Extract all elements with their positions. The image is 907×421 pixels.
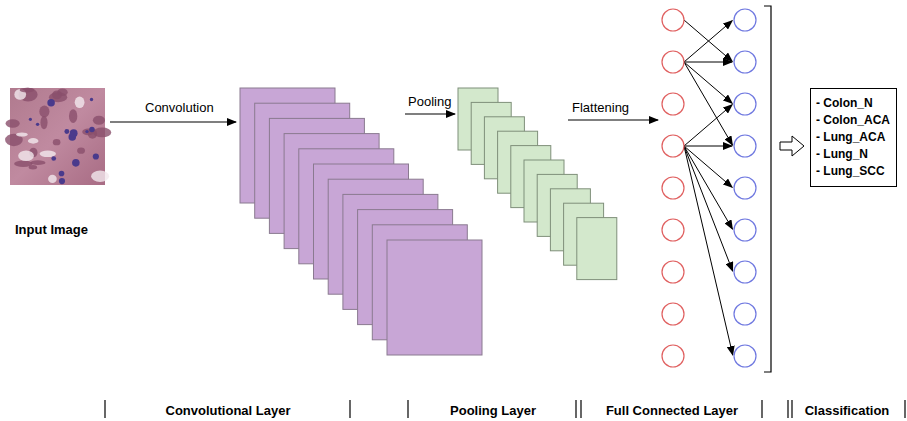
connection-arrow	[684, 20, 732, 61]
connection-arrow	[684, 146, 733, 355]
nucleus-dot	[90, 98, 93, 101]
input-neuron	[662, 261, 684, 283]
tissue-texture	[40, 150, 56, 157]
histology-image	[5, 88, 111, 185]
connection-arrow	[684, 62, 732, 145]
tissue-texture	[93, 116, 105, 125]
nucleus-dot	[70, 129, 78, 137]
tissue-texture	[48, 175, 57, 183]
output-neuron	[734, 177, 756, 199]
output-neuron	[734, 9, 756, 31]
tissue-texture	[91, 170, 109, 181]
nucleus-dot	[64, 129, 69, 134]
connection-arrow	[684, 146, 732, 187]
section-label: Pooling Layer	[450, 403, 536, 418]
input-neuron	[662, 9, 684, 31]
nucleus-dot	[59, 178, 65, 184]
arrow-label: Flattening	[572, 100, 629, 115]
output-neuron	[734, 135, 756, 157]
input-neuron	[662, 219, 684, 241]
output-neuron	[734, 219, 756, 241]
connection-arrow	[684, 105, 732, 146]
connection-arrow	[684, 62, 732, 63]
input-neuron	[662, 51, 684, 73]
pooled-map	[577, 218, 617, 280]
section-label: Classification	[805, 403, 890, 418]
connection-arrow	[684, 21, 732, 62]
output-neuron	[734, 261, 756, 283]
section-label: Convolutional Layer	[166, 403, 291, 418]
nucleus-dot	[89, 127, 94, 132]
input-neuron	[662, 177, 684, 199]
bracket	[764, 6, 771, 372]
nucleus-dot	[36, 123, 39, 126]
tissue-texture	[39, 105, 49, 117]
tissue-texture	[69, 109, 77, 123]
class-name: - Lung_SCC	[816, 163, 890, 180]
tissue-texture	[20, 88, 35, 93]
pooling-arrow	[405, 113, 455, 114]
nucleus-dot	[47, 99, 54, 106]
tissue-texture	[18, 150, 34, 161]
nucleus-dot	[93, 153, 99, 159]
class-list-box: - Colon_N- Colon_ACA- Lung_ACA- Lung_N- …	[810, 88, 897, 187]
fully-connected-network	[662, 9, 756, 367]
convolution-arrow	[110, 121, 236, 122]
connection-arrow	[684, 146, 732, 147]
nucleus-dot	[59, 171, 65, 177]
input-neuron	[662, 345, 684, 367]
nucleus-dot	[72, 159, 80, 167]
output-neuron	[734, 93, 756, 115]
flattening-arrow	[568, 119, 658, 120]
nucleus-dot	[51, 156, 56, 161]
tissue-texture	[16, 132, 28, 136]
input-neuron	[662, 135, 684, 157]
tissue-texture	[77, 148, 85, 154]
tissue-texture	[6, 119, 20, 127]
output-neuron	[734, 51, 756, 73]
tissue-texture	[30, 160, 45, 165]
section-ticks	[105, 400, 905, 418]
output-neuron	[734, 303, 756, 325]
tissue-texture	[93, 127, 111, 137]
tissue-texture	[29, 165, 37, 169]
class-name: - Lung_ACA	[816, 129, 890, 146]
class-name: - Lung_N	[816, 146, 890, 163]
class-name: - Colon_ACA	[816, 112, 890, 129]
nucleus-dot	[85, 130, 88, 133]
caption-label: Input Image	[15, 222, 88, 237]
arrow-label: Convolution	[145, 100, 214, 115]
tissue-texture	[40, 116, 47, 129]
section-label: Full Connected Layer	[606, 403, 738, 418]
connection-arrow	[684, 146, 732, 229]
tissue-texture	[28, 138, 39, 144]
pooling-stack	[458, 88, 617, 280]
output-neuron	[734, 345, 756, 367]
nucleus-dot	[29, 118, 32, 121]
input-neuron	[662, 93, 684, 115]
arrow-label: Pooling	[408, 94, 451, 109]
feature-map	[387, 240, 482, 355]
hollow-arrow	[780, 136, 804, 156]
tissue-texture	[75, 96, 85, 108]
tissue-texture	[53, 139, 61, 145]
connection-arrow	[684, 62, 732, 103]
class-name: - Colon_N	[816, 95, 890, 112]
tissue-texture	[52, 90, 62, 99]
input-neuron	[662, 303, 684, 325]
convolution-stack	[240, 88, 482, 355]
